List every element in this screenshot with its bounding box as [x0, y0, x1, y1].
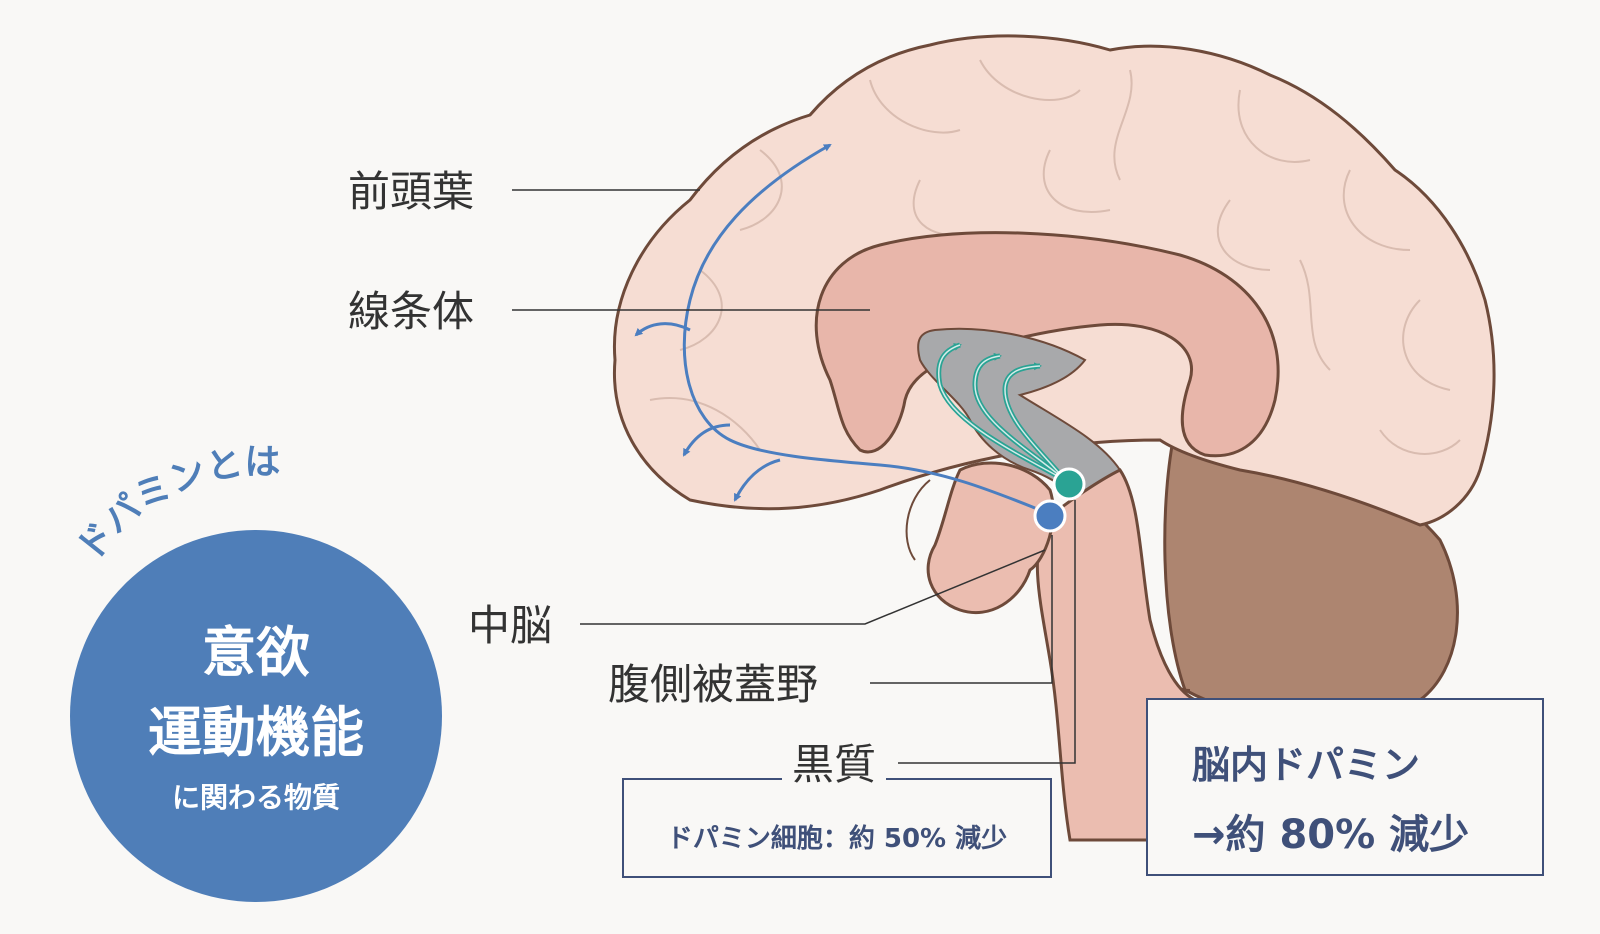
striatum-region — [814, 231, 1280, 458]
leader-lines — [512, 189, 1076, 764]
vta-dot — [1033, 499, 1067, 533]
brain-dopamine-line2: →約 80% 減少 — [1192, 812, 1470, 858]
label-vta: 腹側被蓋野 — [608, 660, 819, 709]
label-striatum: 線条体 — [348, 287, 475, 336]
circle-line2: 運動機能 — [148, 701, 364, 764]
midbrain-region — [926, 461, 1055, 615]
nigra-cells-callout: ドパミン細胞：約 50% 減少 — [622, 778, 1052, 878]
brain-dopamine-line1: 脳内ドパミン — [1192, 743, 1421, 787]
mesocortical-pathway — [634, 143, 1036, 510]
brain-dopamine-callout: 脳内ドパミン →約 80% 減少 — [1146, 698, 1544, 876]
dopamine-info-circle: 意欲 運動機能 に関わる物質 — [70, 530, 442, 902]
gyri-lines — [649, 59, 1461, 455]
circle-line1: 意欲 — [202, 621, 310, 684]
nigra-cells-text: ドパミン細胞：約 50% 減少 — [666, 824, 1008, 854]
substantia-nigra-dot — [1052, 467, 1086, 501]
circle-line3: に関わる物質 — [171, 781, 340, 814]
label-frontal-lobe: 前頭葉 — [348, 167, 475, 216]
label-substantia-nigra-overlay: 黒質 — [782, 744, 887, 786]
label-midbrain: 中脳 — [468, 601, 553, 650]
